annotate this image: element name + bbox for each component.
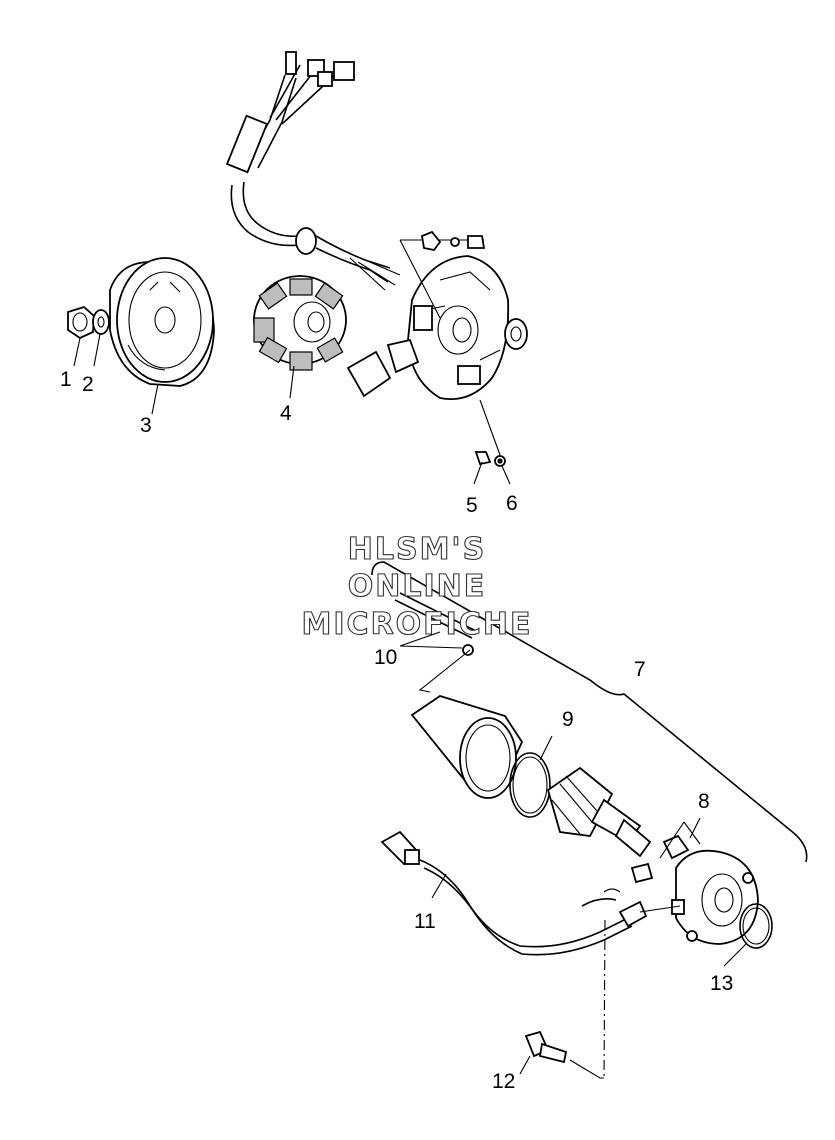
armature xyxy=(546,766,652,858)
callout-6: 6 xyxy=(506,492,518,515)
stator-coil xyxy=(253,275,347,371)
watermark-line-3: MICROFICHE xyxy=(302,607,533,642)
mounting-bolt xyxy=(524,919,606,1079)
callout-11: 11 xyxy=(414,910,436,933)
plate-screw xyxy=(474,399,501,466)
flywheel-washer xyxy=(92,309,110,335)
callout-3: 3 xyxy=(140,414,152,437)
stator-base-plate xyxy=(346,239,510,400)
callout-10: 10 xyxy=(374,646,397,669)
leader-lines xyxy=(73,333,747,1075)
assembly-7-bracket xyxy=(371,561,808,863)
oil-seal xyxy=(504,318,528,350)
flywheel-rotor xyxy=(109,257,215,387)
callout-7: 7 xyxy=(634,658,646,681)
callout-8: 8 xyxy=(698,790,710,813)
plate-washer xyxy=(494,455,506,467)
callout-9: 9 xyxy=(562,708,574,731)
yoke-o-ring xyxy=(509,752,551,818)
callout-2: 2 xyxy=(82,373,94,396)
callout-1: 1 xyxy=(60,368,72,391)
flywheel-nut xyxy=(67,305,95,340)
callout-12: 12 xyxy=(492,1070,515,1093)
watermark-line-2: ONLINE xyxy=(348,569,487,604)
callout-13: 13 xyxy=(710,972,733,995)
motor-yoke xyxy=(410,695,524,799)
stator-wire-harness xyxy=(225,51,401,291)
cover-o-ring xyxy=(739,903,773,949)
callout-4: 4 xyxy=(280,402,292,425)
watermark-line-1: HLSM'S xyxy=(348,532,486,567)
callout-5: 5 xyxy=(466,494,478,517)
through-bolts xyxy=(394,592,479,693)
clamp-screw-set xyxy=(420,230,486,251)
starter-lead-wire xyxy=(380,830,681,956)
end-cover xyxy=(671,849,759,945)
